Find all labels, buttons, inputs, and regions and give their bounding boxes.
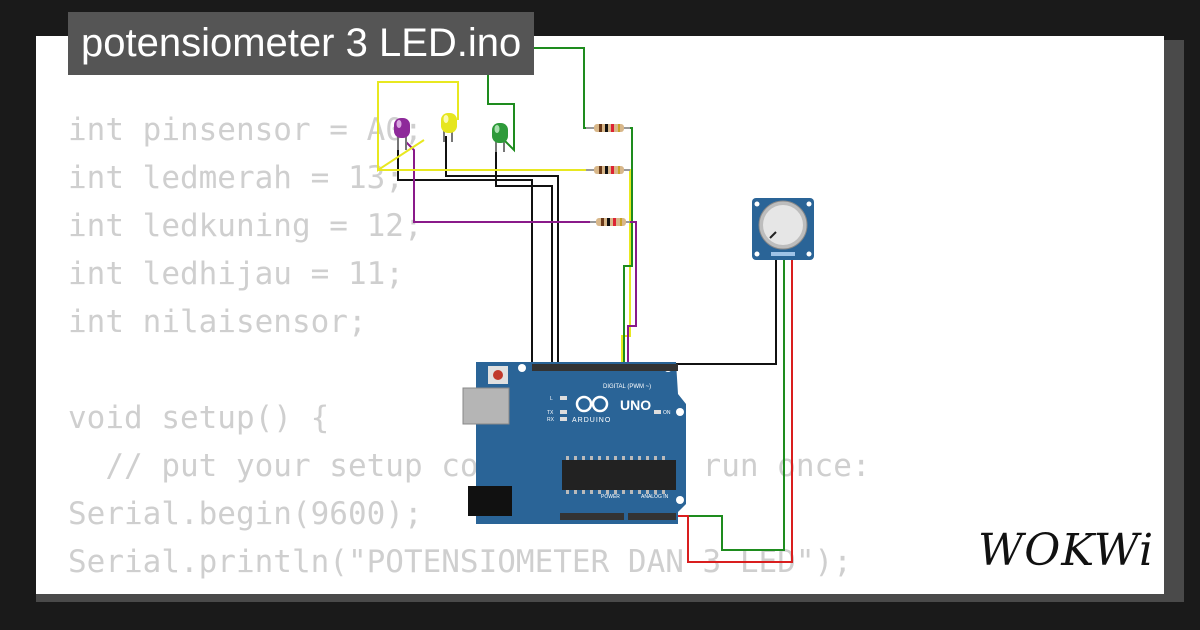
power-header: [560, 513, 624, 520]
tx-label: TX: [547, 410, 554, 416]
code-line: Serial.println("DEA PUSPITA");: [68, 586, 871, 594]
resistors: [586, 124, 630, 226]
analog-header: [628, 513, 676, 520]
wire-yellow-loop: [377, 81, 459, 172]
status-leds: [560, 396, 661, 421]
resistor: [586, 124, 630, 132]
code-line: void setup() {: [68, 400, 330, 436]
digital-header: [532, 364, 678, 371]
wire-green-led: [487, 47, 598, 153]
resistor: [586, 166, 630, 174]
l-label: L: [550, 396, 553, 402]
code-line: int ledmerah = 13;: [68, 160, 404, 196]
code-line: Serial.begin(9600);: [68, 496, 423, 532]
arduino-uno-board[interactable]: UNO ARDUINO DIGITAL (PWM ~) POWER ANALOG…: [462, 362, 686, 524]
wire-black-led-green: [495, 146, 553, 366]
code-line: int ledhijau = 11;: [68, 256, 404, 292]
wire-purple-pin: [626, 221, 637, 366]
potentiometer-knob-indicator: [769, 231, 777, 239]
code-line: int nilaisensor;: [68, 304, 367, 340]
digital-label: DIGITAL (PWM ~): [603, 384, 651, 390]
leds: [394, 113, 508, 152]
wire-purple: [405, 141, 598, 223]
project-title: potensiometer 3 LED.ino: [68, 12, 535, 75]
arduino-logo-icon: [575, 395, 609, 413]
potentiometer[interactable]: [752, 198, 814, 260]
wire-red-pot: [660, 256, 793, 563]
code-listing: int pinsensor = A0; int ledmerah = 13; int…: [68, 106, 871, 594]
wokwi-logo: WOKWi: [978, 525, 1155, 576]
code-line: int ledkuning = 12;: [68, 208, 423, 244]
power-label: POWER: [601, 494, 620, 500]
analog-label: ANALOG IN: [641, 494, 669, 500]
on-label: ON: [663, 410, 671, 416]
wire-black-pot: [534, 256, 777, 365]
power-jack: [468, 486, 512, 516]
board-name: UNO: [620, 397, 651, 413]
led-green: [492, 123, 508, 152]
led-purple: [394, 118, 410, 150]
rx-label: RX: [547, 417, 555, 423]
resistor: [590, 218, 630, 226]
wire-green-pot: [680, 256, 785, 551]
code-line: int pinsensor = A0;: [68, 112, 423, 148]
wire-black-led-yellow: [445, 136, 559, 366]
led-yellow: [441, 113, 457, 142]
board-maker: ARDUINO: [572, 417, 611, 424]
wire-black-led-purple: [397, 140, 533, 366]
microcontroller-chip: [562, 460, 676, 490]
usb-port: [462, 387, 510, 425]
